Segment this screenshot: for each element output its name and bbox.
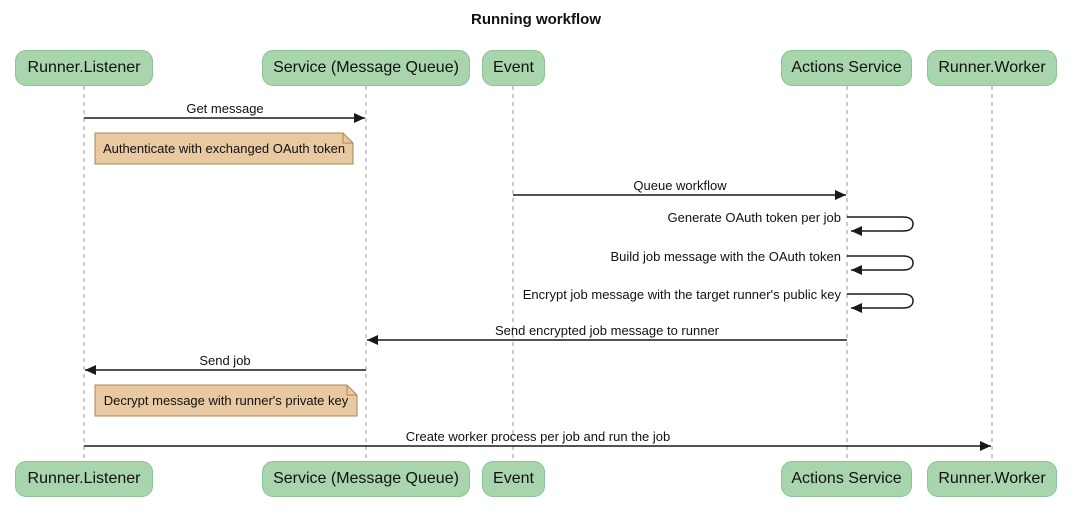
participant-label: Runner.Listener [27,59,141,76]
message-label-generate-oauth-token: Generate OAuth token per job [667,210,841,225]
note-label-authenticate: Authenticate with exchanged OAuth token [102,141,346,156]
diagram-title: Running workflow [471,11,601,28]
message-label-create-worker-process: Create worker process per job and run th… [405,429,671,444]
message-label-send-encrypted-job: Send encrypted job message to runner [494,323,720,338]
lifelines-group [83,86,993,461]
participant-bottom-event: Event [482,461,545,497]
message-label-queue-workflow: Queue workflow [633,178,727,193]
participant-label: Service (Message Queue) [273,470,459,487]
self-loop-generate-oauth-token [847,216,914,236]
message-label-build-job-message: Build job message with the OAuth token [610,249,841,264]
note-fold-decrypt-icon [346,385,357,396]
participant-bottom-actions-service: Actions Service [781,461,912,497]
participant-label: Service (Message Queue) [273,59,459,76]
note-shape-decrypt [94,384,358,417]
self-loop-encrypt-job-message [847,293,914,313]
note-shapes-group [94,132,358,417]
message-arrows-group [84,113,991,451]
note-label-decrypt: Decrypt message with runner's private ke… [103,393,349,408]
self-loop-build-job-message [847,255,914,275]
participant-top-runner-listener: Runner.Listener [15,50,153,86]
message-label-encrypt-job-message: Encrypt job message with the target runn… [522,287,841,302]
participant-bottom-runner-listener: Runner.Listener [15,461,153,497]
participant-top-actions-service: Actions Service [781,50,912,86]
note-fold-authenticate-icon [342,133,353,144]
note-shape-authenticate [94,132,354,165]
message-label-get-message: Get message [186,101,264,116]
participant-label: Event [493,59,534,76]
participant-top-event: Event [482,50,545,86]
participant-top-runner-worker: Runner.Worker [927,50,1057,86]
participant-label: Actions Service [791,59,902,76]
message-label-send-job: Send job [199,353,251,368]
participant-bottom-service-message-queue: Service (Message Queue) [262,461,470,497]
participant-bottom-runner-worker: Runner.Worker [927,461,1057,497]
participant-label: Runner.Worker [938,470,1046,487]
participant-label: Runner.Listener [27,470,141,487]
participant-label: Runner.Worker [938,59,1046,76]
participant-label: Actions Service [791,470,902,487]
participant-top-service-message-queue: Service (Message Queue) [262,50,470,86]
participant-label: Event [493,470,534,487]
